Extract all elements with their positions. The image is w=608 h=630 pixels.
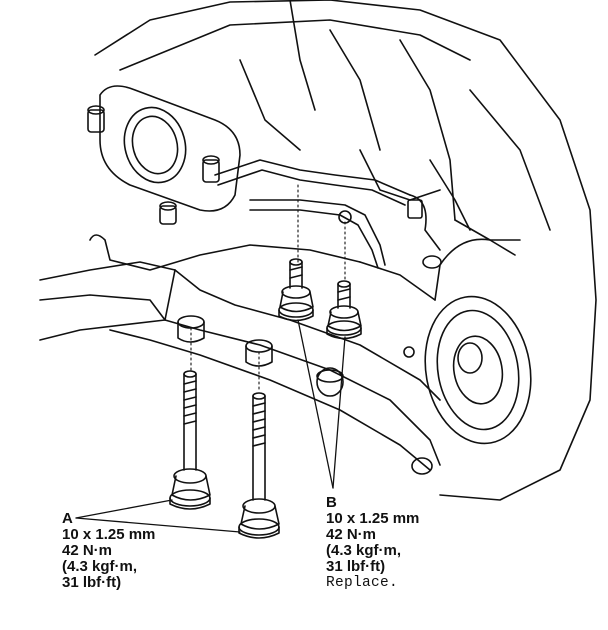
exhaust-flange — [99, 85, 241, 212]
callout-b-replace-note: Replace. — [326, 575, 399, 591]
pipe-bracket — [214, 159, 442, 269]
flange-stud — [202, 155, 220, 183]
flange-stud — [87, 105, 105, 133]
callout-b: B 10 x 1.25 mm 42 N·m (4.3 kgf·m, 31 lbf… — [326, 494, 420, 592]
leader-a — [75, 499, 241, 533]
crank-pulley — [424, 238, 532, 445]
callout-b-torque-lbf: 31 lbf·ft) — [326, 558, 386, 575]
alignment-lines — [190, 184, 346, 393]
callout-b-bolt-size: 10 x 1.25 mm — [326, 510, 420, 527]
bolt-b — [326, 280, 362, 340]
callout-a-letter: A — [62, 510, 73, 527]
bolt-b — [278, 258, 314, 322]
bolt-a — [169, 370, 211, 510]
callout-a-bolt-size: 10 x 1.25 mm — [62, 526, 156, 543]
callout-a-torque-kgf: (4.3 kgf·m, — [62, 558, 138, 575]
callout-a-torque-nm: 42 N·m — [62, 542, 113, 559]
flange-stud — [159, 201, 177, 225]
subframe-beam — [39, 234, 441, 475]
callout-b-torque-nm: 42 N·m — [326, 526, 377, 543]
callout-b-torque-kgf: (4.3 kgf·m, — [326, 542, 402, 559]
callout-a-torque-lbf: 31 lbf·ft) — [62, 574, 122, 591]
callout-a: A 10 x 1.25 mm 42 N·m (4.3 kgf·m, 31 lbf… — [62, 511, 155, 591]
bolt-a — [238, 392, 280, 539]
callout-b-letter: B — [326, 494, 337, 511]
leader-b — [297, 319, 346, 489]
engine-block — [94, 0, 597, 501]
